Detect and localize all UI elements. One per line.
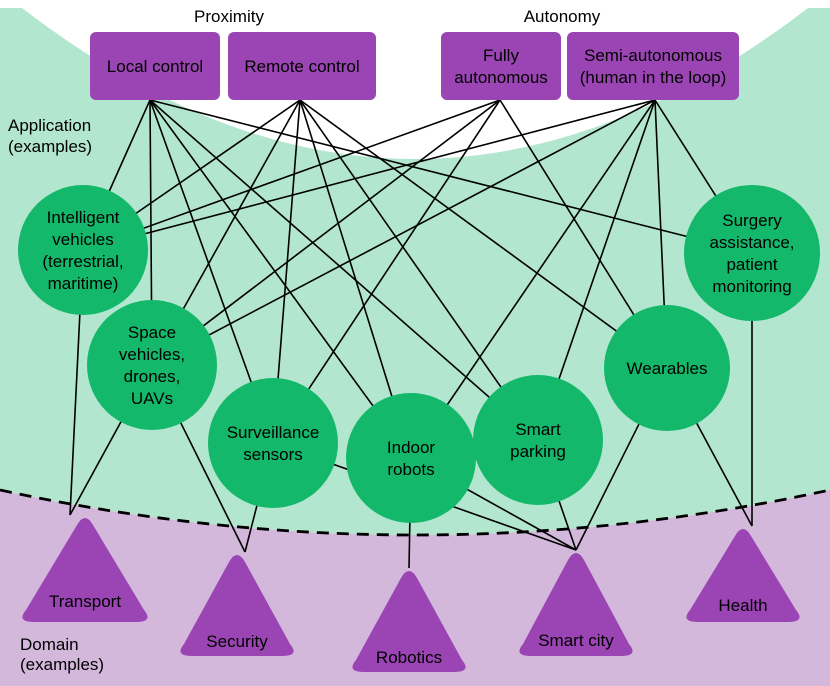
edge-local-indoor	[149, 99, 412, 459]
domain-node-smartcity: Smart city	[519, 553, 633, 656]
edge-remote-parking	[299, 99, 539, 441]
application-label-line: (examples)	[8, 137, 92, 156]
category-box-label: Local control	[107, 57, 203, 76]
application-node-label: Indoor	[387, 438, 436, 457]
category-box-label: (human in the loop)	[580, 68, 726, 87]
boundary-dashed-line	[0, 488, 830, 537]
application-node-label: Smart	[515, 420, 561, 439]
domain-node-shape	[22, 518, 148, 622]
application-node-label: drones,	[124, 367, 181, 386]
application-node-label: vehicles,	[119, 345, 185, 364]
domain-node-security: Security	[180, 555, 294, 656]
application-node-circle	[346, 393, 476, 523]
application-node-label: Space	[128, 323, 176, 342]
domain-node-label: Smart city	[538, 631, 614, 650]
application-node-label: Intelligent	[47, 208, 120, 227]
application-node-space: Space vehicles, drones, UAVs	[87, 300, 217, 430]
domain-node-health: Health	[686, 529, 800, 622]
application-node-circle	[208, 378, 338, 508]
edge-semi-vehicles	[82, 99, 656, 251]
category-box-fully: Fully autonomous	[441, 32, 561, 100]
domain-node-label: Robotics	[376, 648, 442, 667]
domain-node-shape	[686, 529, 800, 622]
application-node-label: sensors	[243, 445, 303, 464]
application-node-label: Surgery	[722, 211, 782, 230]
application-node-surveillance: Surveillance sensors	[208, 378, 338, 508]
application-node-circle	[18, 185, 148, 315]
edge-local-parking	[149, 99, 539, 441]
application-node-label: (terrestrial,	[42, 252, 123, 271]
application-node-circle	[473, 375, 603, 505]
category-box-semi: Semi-autonomous (human in the loop)	[567, 32, 739, 100]
category-box-shape	[228, 32, 376, 100]
domain-side-label: Domain (examples)	[20, 635, 104, 674]
application-node-label: monitoring	[712, 277, 791, 296]
application-node-circle	[684, 185, 820, 321]
application-node-label: assistance,	[709, 233, 794, 252]
category-box-remote: Remote control	[228, 32, 376, 100]
category-box-label: Fully	[483, 46, 519, 65]
application-node-label: parking	[510, 442, 566, 461]
edge-semi-indoor	[410, 99, 656, 459]
application-node-label: vehicles	[52, 230, 113, 249]
application-node-indoor: Indoor robots	[346, 393, 476, 523]
domain-node-label: Security	[206, 632, 268, 651]
edge-fully-surveillance	[272, 99, 501, 444]
application-node-label: Surveillance	[227, 423, 320, 442]
application-node-parking: Smart parking	[473, 375, 603, 505]
category-box-local: Local control	[90, 32, 220, 100]
domain-node-robotics: Robotics	[352, 571, 466, 672]
edge-fully-vehicles	[82, 99, 501, 251]
application-node-circle	[87, 300, 217, 430]
edge-remote-wearables	[299, 99, 668, 369]
domain-label-line: (examples)	[20, 655, 104, 674]
category-box-shape	[441, 32, 561, 100]
domain-node-transport: Transport	[22, 518, 148, 622]
application-node-label: robots	[387, 460, 434, 479]
proximity-header: Proximity	[194, 7, 264, 26]
domain-node-label: Health	[718, 596, 767, 615]
edge-fully-space	[151, 99, 501, 366]
autonomy-header: Autonomy	[524, 7, 601, 26]
category-box-label: Semi-autonomous	[584, 46, 722, 65]
category-box-label: Remote control	[244, 57, 359, 76]
domain-label-line: Domain	[20, 635, 79, 654]
domain-node-shape	[352, 571, 466, 672]
application-label-line: Application	[8, 116, 91, 135]
application-node-surgery: Surgery assistance, patient monitoring	[684, 185, 820, 321]
category-box-label: autonomous	[454, 68, 548, 87]
edge-semi-space	[151, 99, 656, 366]
edge-local-surgery	[149, 99, 753, 254]
domain-node-label: Transport	[49, 592, 121, 611]
nodes: Local control Remote control Fully autonomo…	[18, 32, 820, 672]
application-node-wearables: Wearables	[604, 305, 730, 431]
application-node-label: maritime)	[48, 274, 119, 293]
application-side-label: Application (examples)	[8, 116, 92, 156]
domain-node-shape	[180, 555, 294, 656]
category-box-shape	[567, 32, 739, 100]
application-node-vehicles: Intelligent vehicles (terrestrial, maritime…	[18, 185, 148, 315]
domain-node-shape	[519, 553, 633, 656]
application-node-label: UAVs	[131, 389, 173, 408]
category-box-shape	[90, 32, 220, 100]
application-node-label: Wearables	[627, 359, 708, 378]
application-node-circle	[604, 305, 730, 431]
application-node-label: patient	[726, 255, 777, 274]
